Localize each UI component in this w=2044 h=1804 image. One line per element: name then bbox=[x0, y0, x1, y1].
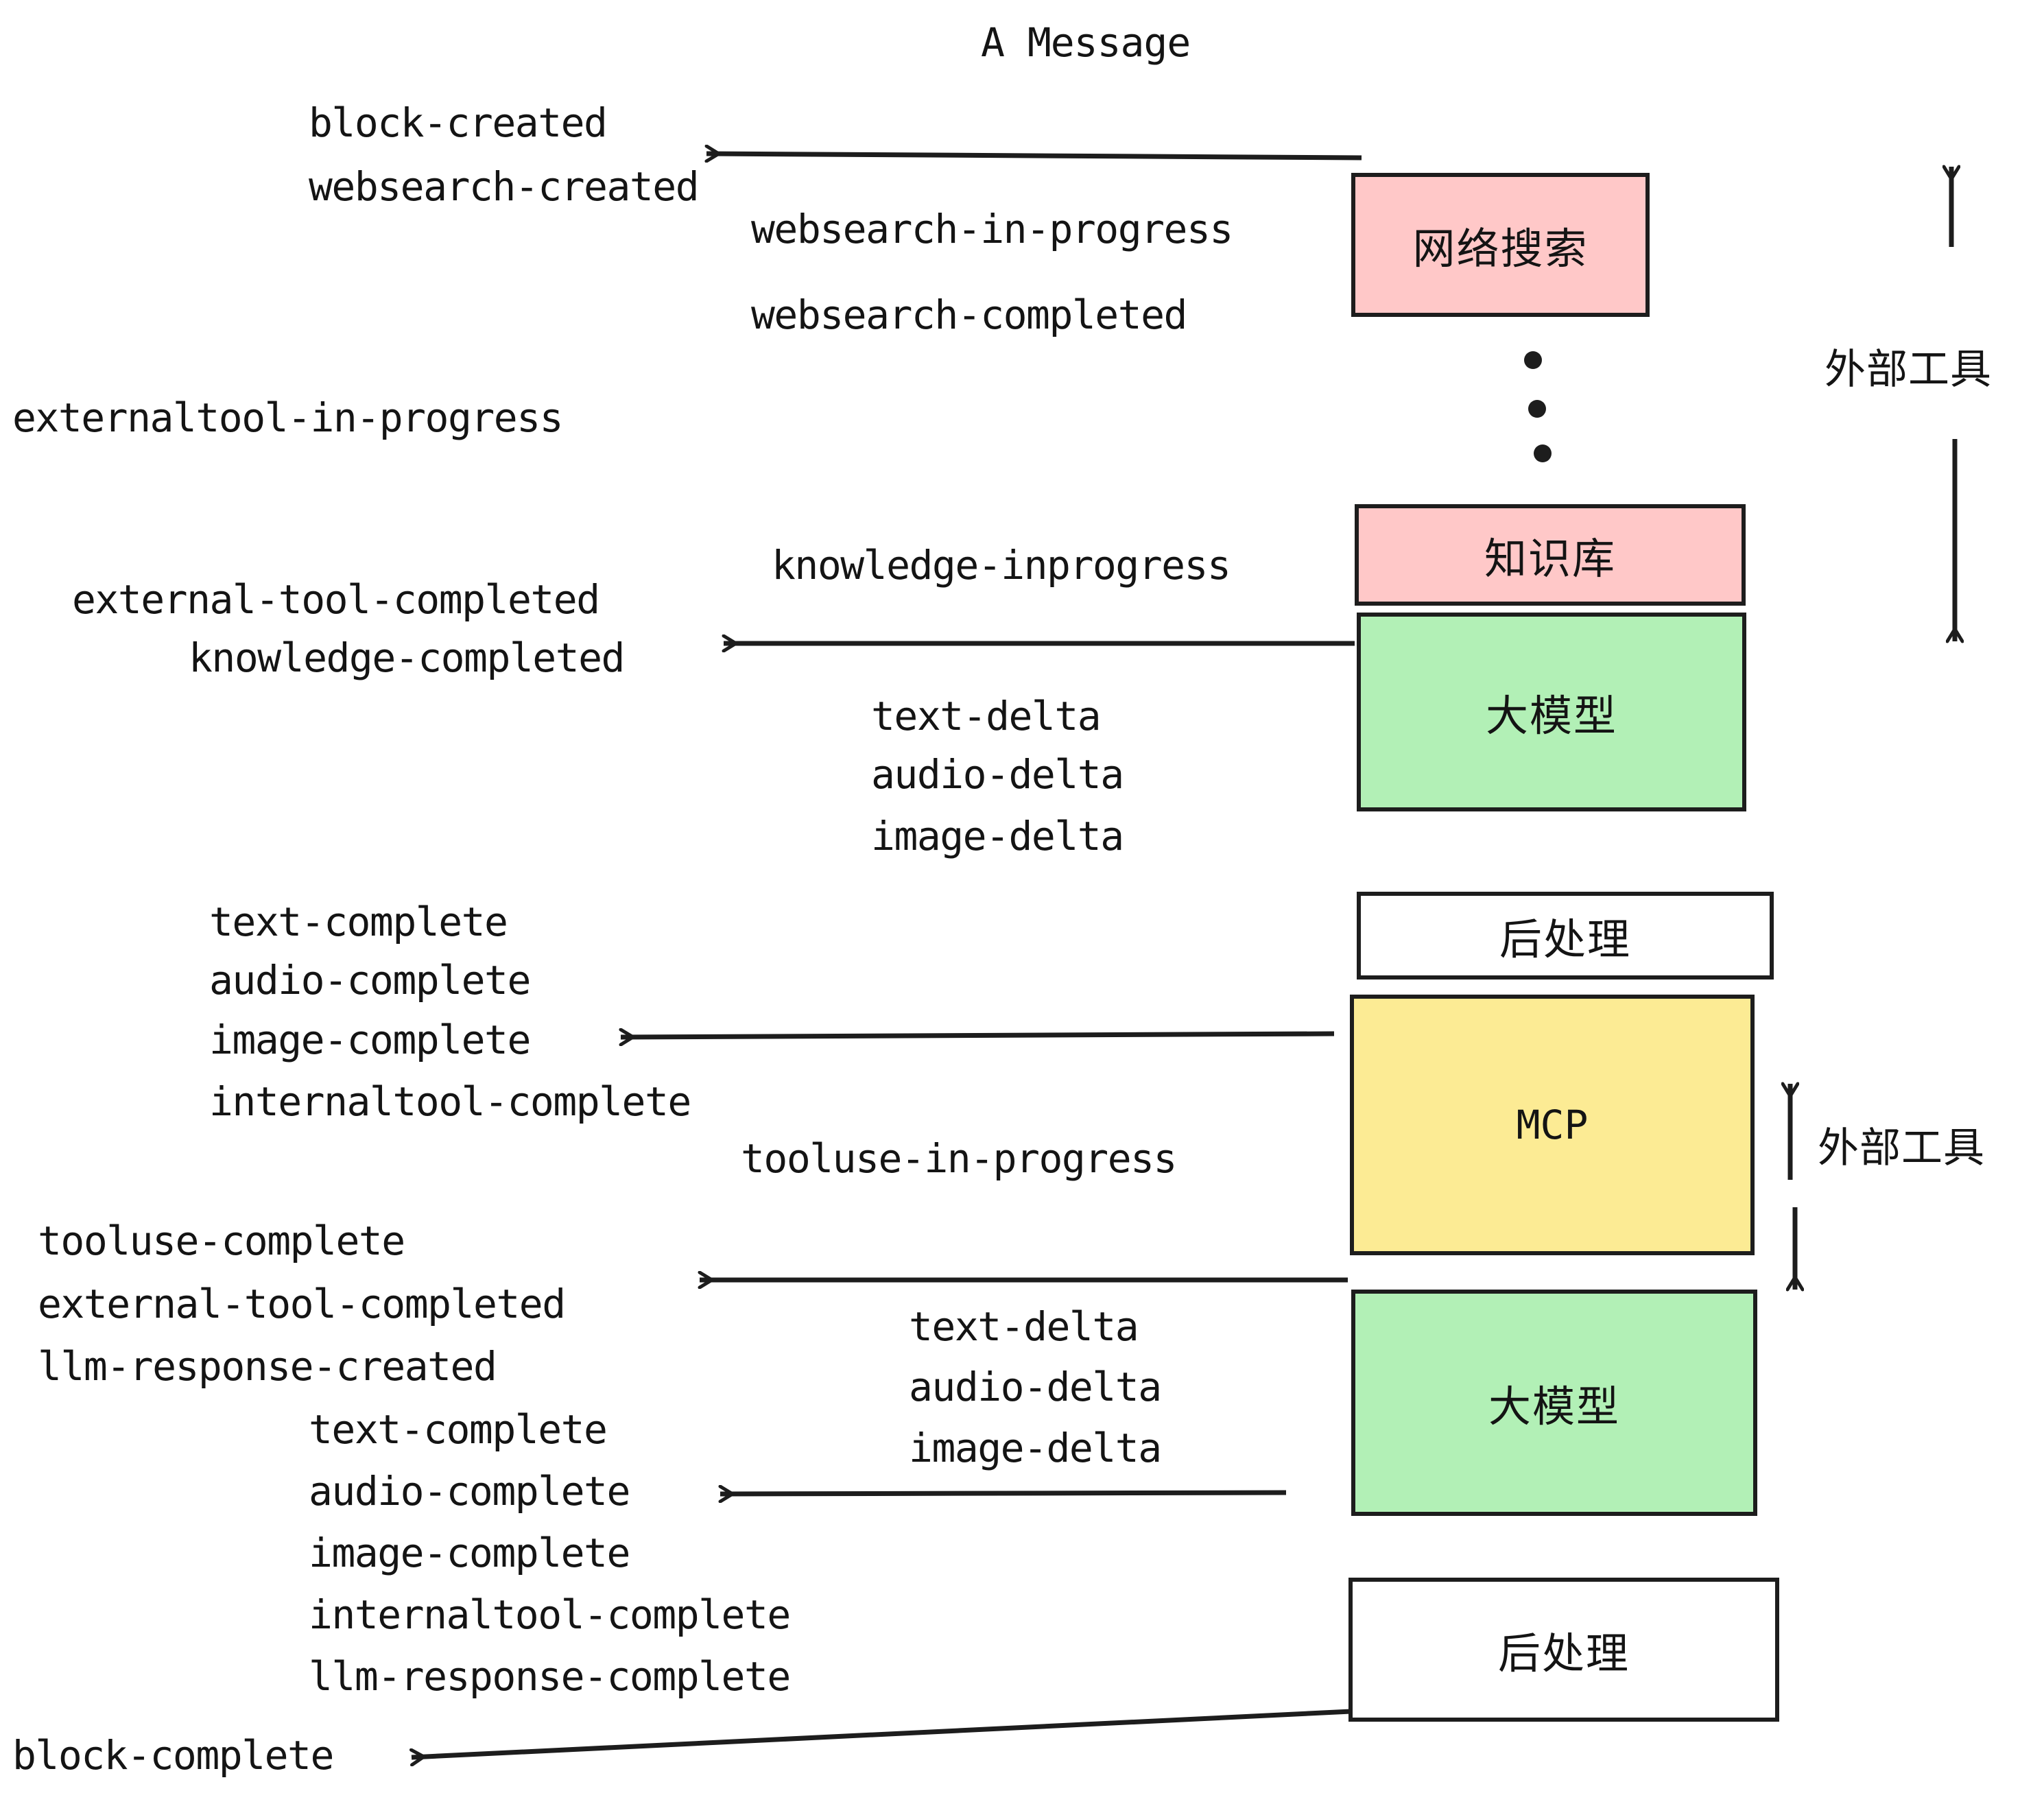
ellipsis-dot-3 bbox=[1534, 444, 1552, 462]
node-postprocess-1-label: 后处理 bbox=[1499, 914, 1631, 964]
event-label-internaltool-complete-1: internaltool-complete bbox=[209, 1078, 691, 1125]
event-label-text-complete-2: text-complete bbox=[309, 1406, 608, 1453]
node-llm-1-label: 大模型 bbox=[1485, 691, 1617, 741]
node-websearch-label: 网络搜索 bbox=[1412, 224, 1589, 274]
event-label-block-complete: block-complete bbox=[12, 1732, 334, 1779]
node-llm-2-label: 大模型 bbox=[1488, 1381, 1620, 1432]
event-label-llm-response-created: llm-response-created bbox=[38, 1343, 497, 1390]
event-label-tooluse-in-progress: tooluse-in-progress bbox=[741, 1135, 1177, 1182]
diagram-title: A Message bbox=[981, 19, 1191, 66]
node-postprocess-1[interactable]: 后处理 bbox=[1357, 892, 1774, 980]
event-label-block-created: block-created bbox=[309, 99, 608, 146]
arrow-postprocess2-to-block-complete bbox=[412, 1708, 1366, 1757]
event-label-audio-complete-2: audio-complete bbox=[309, 1468, 630, 1515]
event-label-image-delta-1: image-delta bbox=[871, 813, 1124, 859]
side-label-external-tools-top: 外部工具 bbox=[1825, 346, 1992, 394]
node-llm-1[interactable]: 大模型 bbox=[1357, 613, 1746, 811]
arrow-websearch-to-events bbox=[706, 154, 1362, 158]
node-mcp[interactable]: MCP bbox=[1350, 995, 1755, 1255]
event-label-image-complete-1: image-complete bbox=[209, 1017, 531, 1063]
event-label-text-complete-1: text-complete bbox=[209, 899, 508, 945]
node-postprocess-2-label: 后处理 bbox=[1497, 1628, 1630, 1678]
event-label-text-delta-1: text-delta bbox=[871, 693, 1102, 739]
event-label-audio-delta-2: audio-delta bbox=[909, 1364, 1162, 1410]
event-label-image-delta-2: image-delta bbox=[909, 1425, 1162, 1471]
event-label-audio-complete-1: audio-complete bbox=[209, 957, 531, 1004]
event-label-image-complete-2: image-complete bbox=[309, 1530, 630, 1576]
event-label-knowledge-inprogress: knowledge-inprogress bbox=[772, 542, 1231, 589]
ellipsis-dot-1 bbox=[1524, 351, 1542, 369]
event-label-internaltool-complete-2: internaltool-complete bbox=[309, 1591, 791, 1638]
event-label-websearch-in-progress: websearch-in-progress bbox=[751, 206, 1233, 252]
side-label-external-tools-bottom: 外部工具 bbox=[1818, 1124, 1985, 1172]
ellipsis-dot-2 bbox=[1528, 400, 1546, 418]
event-label-tooluse-complete: tooluse-complete bbox=[38, 1218, 405, 1264]
event-label-external-tool-completed-1: external-tool-completed bbox=[72, 576, 600, 623]
arrow-llm2-to-events bbox=[720, 1493, 1287, 1494]
event-label-audio-delta-1: audio-delta bbox=[871, 751, 1124, 798]
event-label-text-delta-2: text-delta bbox=[909, 1303, 1139, 1350]
event-label-llm-response-complete: llm-response-complete bbox=[309, 1653, 791, 1700]
event-label-websearch-created: websearch-created bbox=[309, 163, 700, 210]
event-label-knowledge-completed: knowledge-completed bbox=[189, 634, 625, 681]
node-mcp-label: MCP bbox=[1516, 1102, 1589, 1148]
node-knowledge-label: 知识库 bbox=[1484, 534, 1616, 584]
node-knowledge[interactable]: 知识库 bbox=[1355, 504, 1746, 606]
event-label-websearch-completed: websearch-completed bbox=[751, 292, 1187, 338]
event-label-external-tool-completed-2: external-tool-completed bbox=[38, 1281, 566, 1327]
node-llm-2[interactable]: 大模型 bbox=[1351, 1290, 1757, 1516]
node-websearch[interactable]: 网络搜索 bbox=[1351, 173, 1650, 317]
arrow-postprocess1-to-events bbox=[621, 1034, 1335, 1037]
node-postprocess-2[interactable]: 后处理 bbox=[1348, 1578, 1779, 1722]
event-label-externaltool-in-progress: externaltool-in-progress bbox=[12, 394, 564, 441]
